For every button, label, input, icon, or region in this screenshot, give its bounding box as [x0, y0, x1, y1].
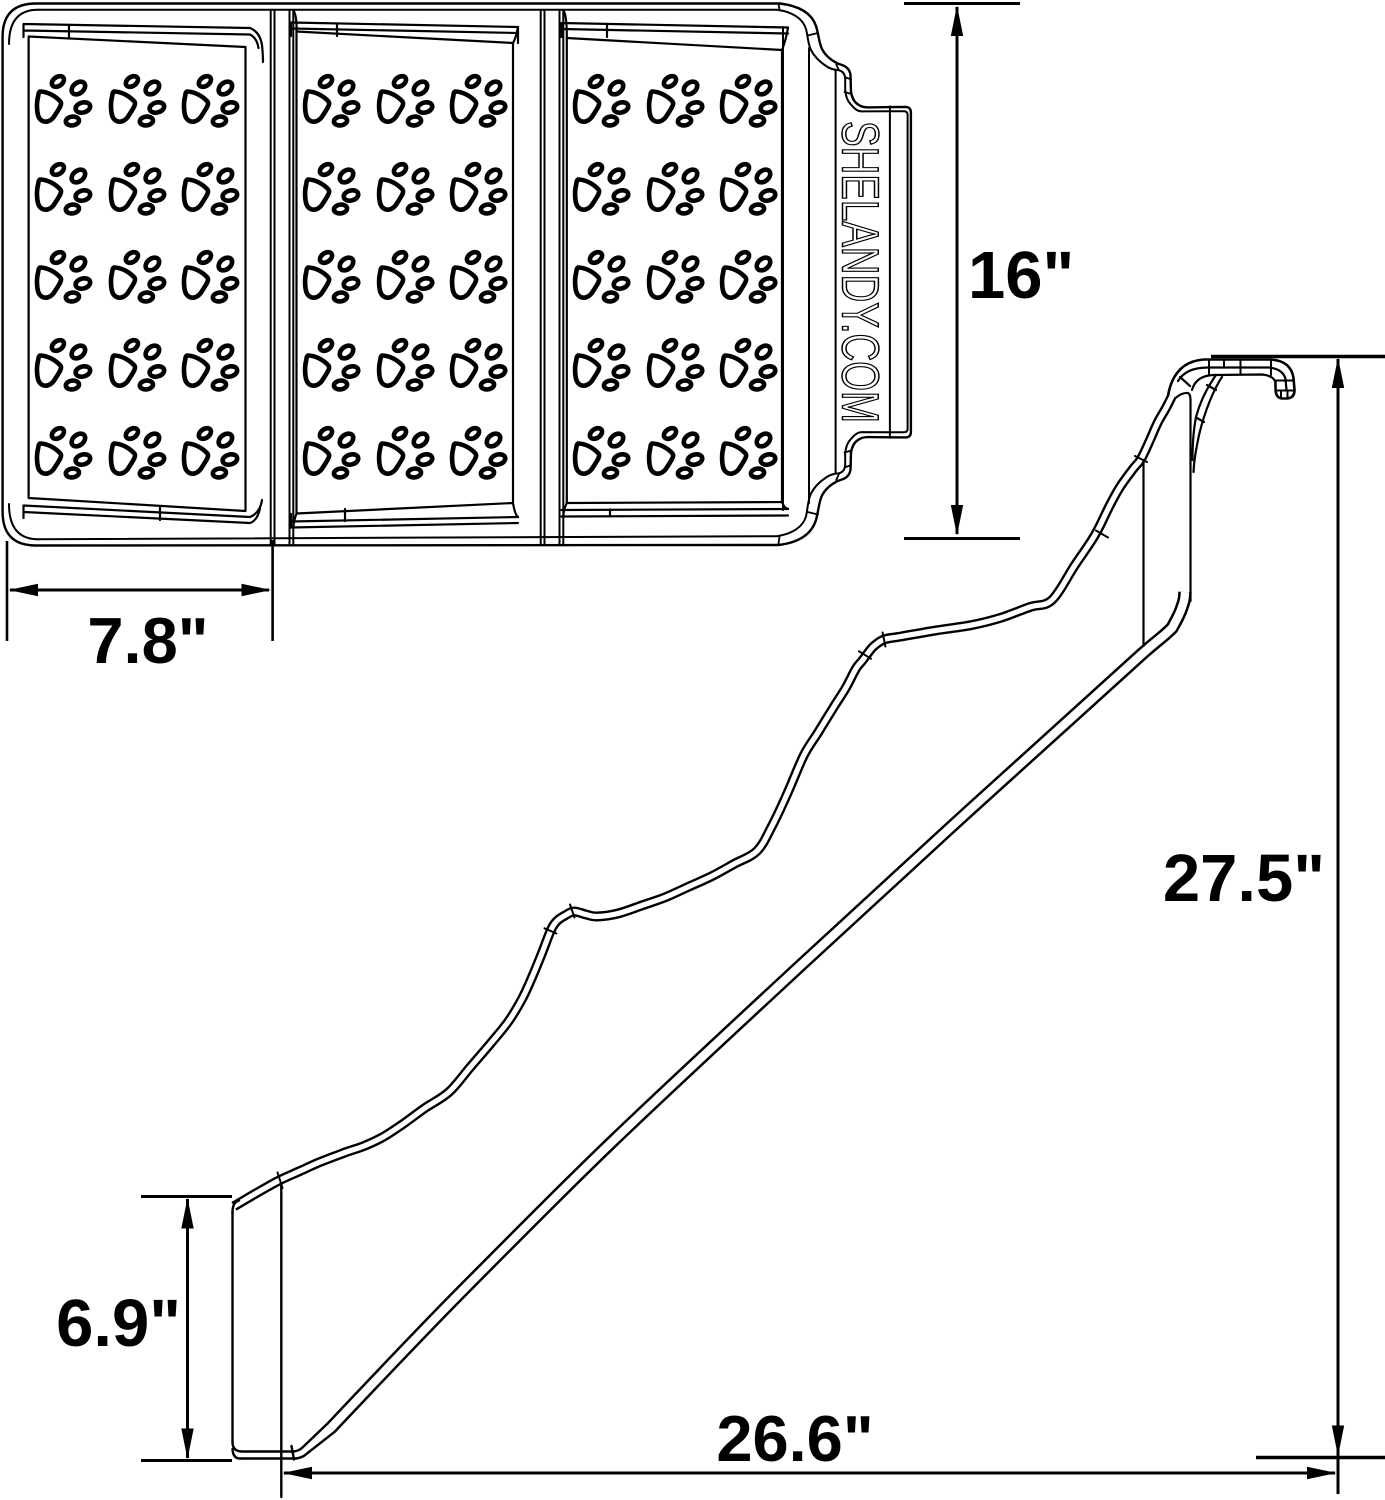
- svg-text:27.5": 27.5": [1163, 841, 1325, 916]
- svg-text:26.6": 26.6": [716, 1402, 873, 1475]
- svg-text:SHELANDY.COM: SHELANDY.COM: [831, 121, 889, 423]
- svg-text:7.8": 7.8": [87, 604, 208, 677]
- svg-text:16": 16": [968, 238, 1074, 313]
- svg-text:6.9": 6.9": [56, 1286, 181, 1361]
